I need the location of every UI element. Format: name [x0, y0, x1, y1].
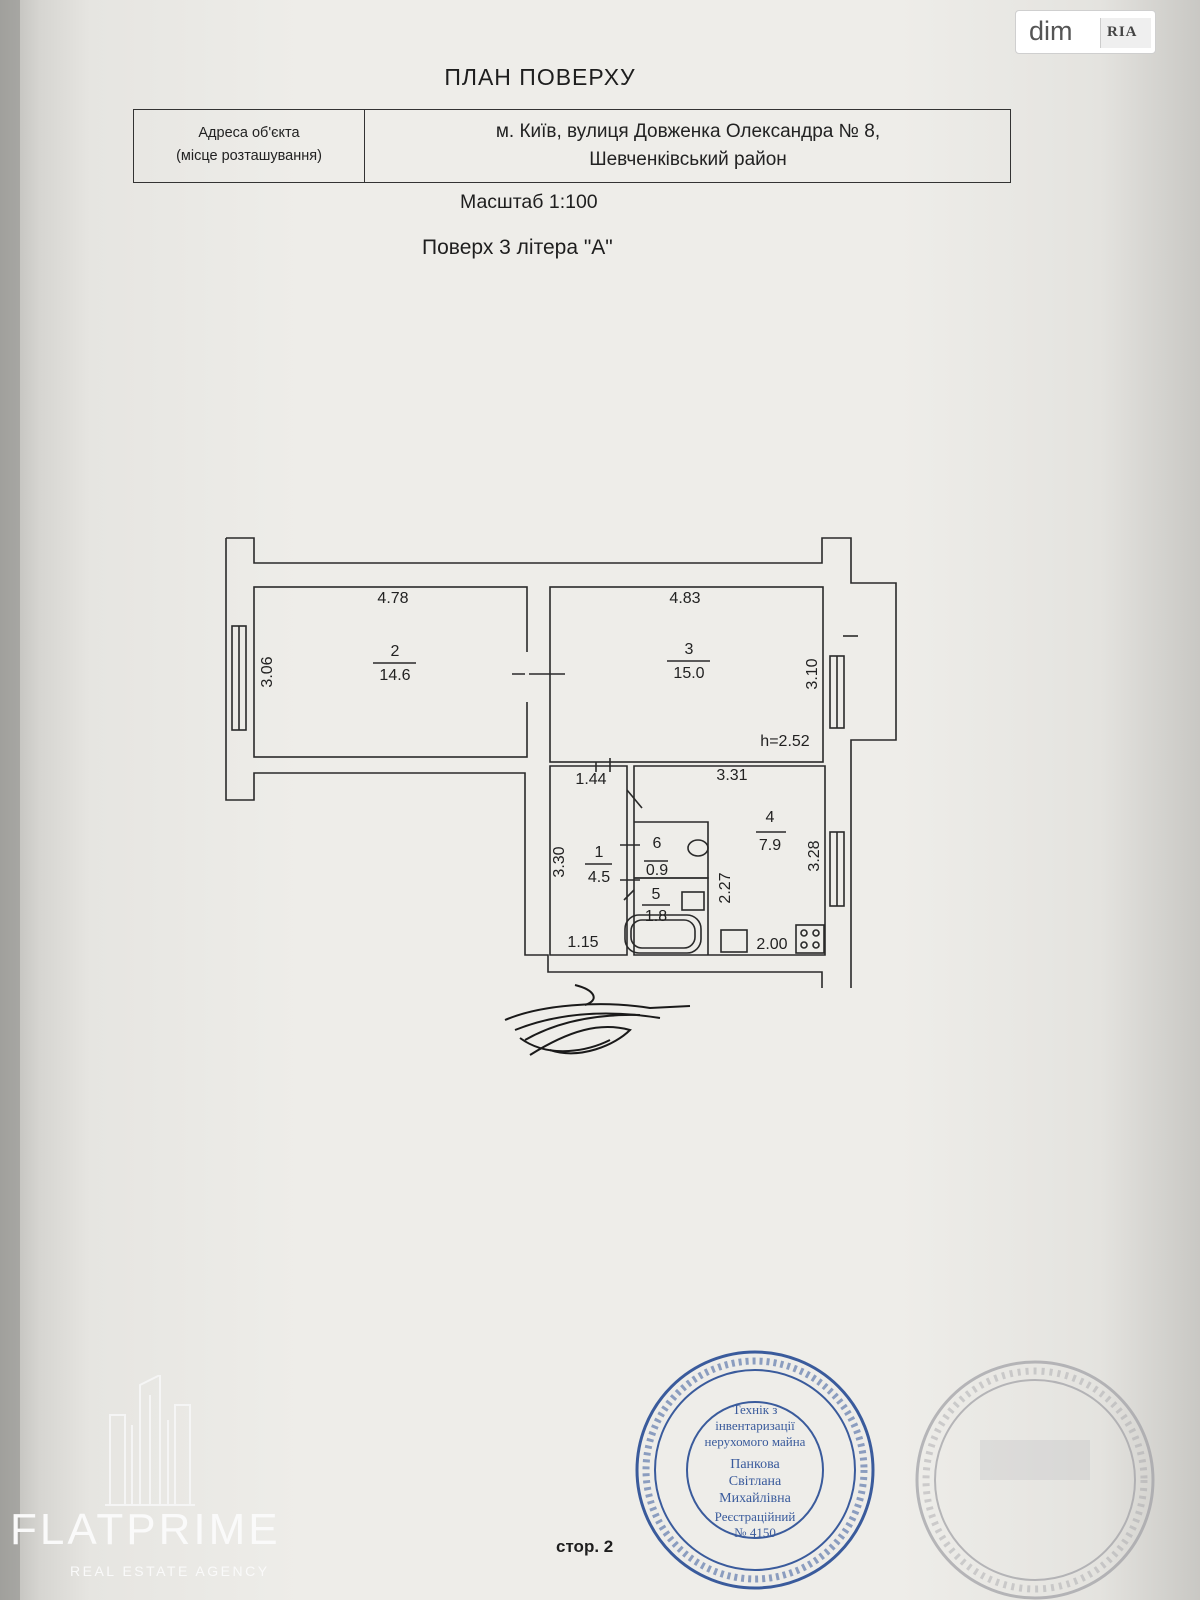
address-value-line: м. Київ, вулиця Довженка Олександра № 8,: [495, 121, 881, 142]
toilet-icon: [687, 839, 709, 857]
dim-label: dim: [1029, 16, 1073, 46]
outer-wall-line: [225, 538, 823, 988]
sink-icon: [681, 891, 705, 911]
room-3-number: 3: [685, 641, 694, 658]
logo-building: [139, 1375, 161, 1505]
room-2-area: 14.6: [379, 667, 410, 684]
faded-stamp-outer-ring: [915, 1360, 1155, 1600]
signature-stroke: [504, 1003, 691, 1021]
bathtub-inner: [630, 919, 696, 949]
signature-stroke: [514, 1012, 661, 1031]
stove-burner: [812, 929, 820, 937]
stamp-text: Технік з: [733, 1402, 778, 1417]
room-1-number: 1: [595, 844, 604, 861]
dim-kitchen-width: 3.31: [716, 767, 747, 784]
agency-name: FLATPRIME: [10, 1505, 281, 1554]
ceiling-height: h=2.52: [760, 733, 809, 750]
room-4-outline: [633, 765, 826, 956]
faded-stamp-center: [980, 1440, 1090, 1480]
address-table: Адреса об'єкта (місце розташування) м. К…: [133, 109, 1011, 183]
document-title: ПЛАН ПОВЕРХУ: [444, 64, 636, 90]
address-label-line: (місце розташування): [176, 148, 322, 164]
room-5-number: 5: [652, 886, 661, 903]
stamp-text: Панкова: [730, 1457, 780, 1472]
dim-kitchen-depth: 3.28: [806, 840, 823, 871]
stamp-middle-ring: [654, 1369, 856, 1571]
dim-hall-depth: 3.30: [551, 846, 568, 877]
room-2-number: 2: [391, 643, 400, 660]
signature-stroke: [574, 984, 595, 1006]
bathtub-icon: [624, 914, 702, 954]
stove-burner: [812, 941, 820, 949]
dim-room3-width: 4.83: [669, 590, 700, 607]
faded-stamp-ring-text: [922, 1367, 1148, 1593]
page-edge-shadow: [0, 0, 20, 1600]
official-stamp: Технік з інвентаризації нерухомого майна…: [635, 1350, 875, 1590]
outer-wall-line: [226, 537, 897, 988]
faded-stamp-middle-ring: [934, 1379, 1136, 1581]
stamp-text: Світлана: [729, 1474, 782, 1489]
dim-room3-depth: 3.10: [804, 658, 821, 689]
dim-room2-width: 4.78: [377, 590, 408, 607]
room-5-outline: [634, 877, 709, 955]
faded-stamp: [915, 1360, 1155, 1600]
stove-icon: [795, 924, 825, 954]
signature: [504, 984, 691, 1056]
stamp-inner-ring: [686, 1401, 824, 1539]
address-value-line: Шевченківський район: [589, 149, 787, 170]
signature-stroke: [519, 1037, 611, 1053]
room-4-area: 7.9: [759, 837, 781, 854]
dim-kitchen-inner-depth: 2.27: [717, 872, 734, 903]
stamp-ring-text: [642, 1357, 868, 1583]
room-3-area: 15.0: [673, 665, 704, 682]
page-number: стор. 2: [556, 1537, 614, 1556]
address-table-divider: [364, 110, 365, 182]
agency-tagline: REAL ESTATE AGENCY: [70, 1563, 270, 1579]
dim-room2-depth: 3.06: [259, 656, 276, 687]
scale-label: Масштаб 1:100: [460, 191, 598, 213]
dimria-badge[interactable]: dim RIA: [1015, 10, 1156, 54]
address-value: м. Київ, вулиця Довженка Олександра № 8,…: [366, 118, 1010, 174]
room-6-area: 0.9: [646, 862, 668, 879]
dim-hall-width-top: 1.44: [575, 771, 606, 788]
room-5-area: 1.8: [645, 908, 667, 925]
stove-burner: [800, 929, 808, 937]
dim-kitchen-inner-width: 2.00: [756, 936, 787, 953]
ria-logo-box: RIA: [1100, 18, 1151, 48]
address-label: Адреса об'єкта (місце розташування): [134, 122, 364, 168]
logo-building: [174, 1404, 191, 1505]
room-1-outline: [549, 765, 628, 956]
room-4-number: 4: [766, 809, 775, 826]
stamp-outer-ring: [635, 1350, 875, 1590]
logo-building: [109, 1414, 126, 1505]
stamp-text: Михайлівна: [719, 1491, 791, 1506]
stamp-text: Реєстраційний: [715, 1509, 796, 1524]
flatprime-logo-icon: [105, 1375, 195, 1506]
kitchen-sink-icon: [720, 929, 748, 953]
address-label-line: Адреса об'єкта: [198, 125, 300, 141]
stamp-text: інвентаризації: [715, 1418, 795, 1433]
partition-line: [623, 889, 635, 901]
room-6-number: 6: [653, 835, 662, 852]
dim-hall-width-bottom: 1.15: [567, 934, 598, 951]
signature-stroke: [524, 1013, 641, 1041]
floor-label: Поверх 3 літера "А": [422, 236, 613, 259]
stamp-text: № 4150: [734, 1525, 776, 1540]
stamp-text: нерухомого майна: [705, 1434, 806, 1449]
door-mark: [626, 789, 643, 809]
signature-stroke: [529, 1026, 632, 1056]
ria-label: RIA: [1107, 24, 1138, 40]
stove-burner: [800, 941, 808, 949]
room-1-area: 4.5: [588, 869, 610, 886]
